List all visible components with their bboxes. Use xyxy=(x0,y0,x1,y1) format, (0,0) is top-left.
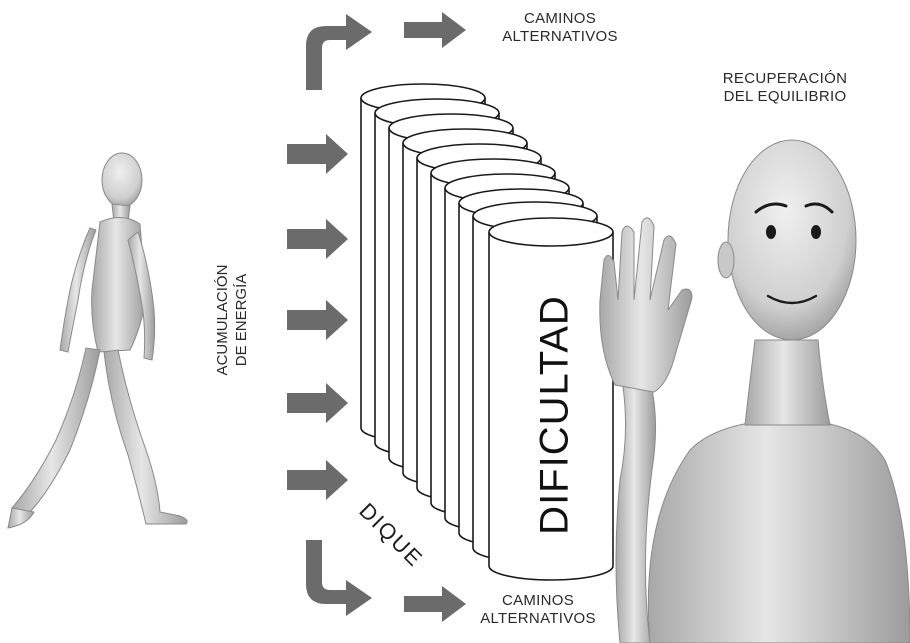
dam-cylinder-front xyxy=(488,217,614,581)
label-line: ALTERNATIVOS xyxy=(480,610,596,627)
face-features xyxy=(754,202,834,305)
energy-arrows xyxy=(287,134,348,500)
alternative-paths-top-label: CAMINOS ALTERNATIVOS xyxy=(470,10,650,46)
right-arrow-icon xyxy=(404,12,466,48)
label-line: RECUPERACIÓN xyxy=(722,70,848,87)
bend-down-right-arrow-icon xyxy=(306,540,372,616)
bend-up-right-arrow-icon xyxy=(306,14,372,90)
right-arrow-icon xyxy=(287,300,348,340)
right-arrow-icon xyxy=(404,586,466,622)
difficulty-label: DIFICULTAD xyxy=(532,295,577,535)
right-arrow-icon xyxy=(287,460,348,500)
right-arrow-icon xyxy=(287,134,348,174)
right-arrow-icon xyxy=(287,383,348,423)
walking-person-figure xyxy=(7,152,188,529)
energy-accumulation-label: ACUMULACIÓN DE ENERGÍA xyxy=(213,220,251,420)
label-line: DEL EQUILIBRIO xyxy=(723,88,847,105)
waving-person-figure xyxy=(599,139,910,643)
label-line: ALTERNATIVOS xyxy=(502,28,618,45)
label-line: CAMINOS xyxy=(523,10,597,27)
label-line: DE ENERGÍA xyxy=(233,273,250,367)
label-line: CAMINOS xyxy=(501,592,575,609)
label-line: ACUMULACIÓN xyxy=(214,264,231,376)
right-arrow-icon xyxy=(287,219,348,259)
alt-path-arrows xyxy=(306,12,466,622)
dam-cylinders xyxy=(360,83,614,581)
alternative-paths-bottom-label: CAMINOS ALTERNATIVOS xyxy=(448,592,628,628)
recovery-label: RECUPERACIÓN DEL EQUILIBRIO xyxy=(690,70,880,106)
